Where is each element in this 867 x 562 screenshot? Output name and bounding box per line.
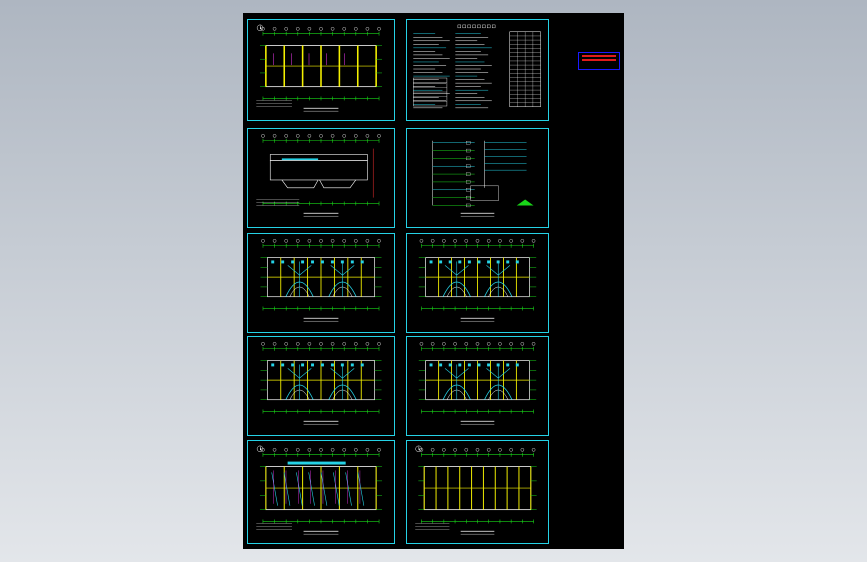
drawing-frame-9[interactable] — [247, 440, 395, 544]
drawing-sheet[interactable] — [243, 13, 624, 549]
north-arrow-icon — [256, 445, 264, 453]
drawing-content — [413, 24, 541, 109]
drawing-content — [418, 342, 537, 425]
drawing-content — [256, 24, 383, 112]
drawing-frame-2[interactable] — [406, 19, 549, 121]
drawing-frame-7[interactable] — [247, 336, 395, 436]
drawing-frame-6[interactable] — [406, 233, 549, 333]
drawing-frame-10[interactable] — [406, 440, 549, 544]
drawing-content — [260, 239, 382, 322]
drawing-frame-8[interactable] — [406, 336, 549, 436]
drawing-frame-3[interactable] — [247, 128, 395, 228]
drawing-content — [415, 445, 537, 535]
drawing-frame-1[interactable] — [247, 19, 395, 121]
north-arrow-icon — [415, 445, 422, 453]
drawing-frame-4[interactable] — [406, 128, 549, 228]
title-stamp[interactable] — [578, 52, 620, 70]
drawing-content — [256, 445, 383, 535]
drawing-content — [256, 134, 381, 217]
drawing-content — [432, 140, 534, 217]
stamp-red-bar — [582, 59, 616, 61]
stamp-red-bar — [582, 55, 616, 57]
drawing-content — [418, 239, 537, 322]
north-arrow-icon — [256, 24, 264, 32]
drawing-frame-5[interactable] — [247, 233, 395, 333]
drawing-content — [260, 342, 382, 425]
